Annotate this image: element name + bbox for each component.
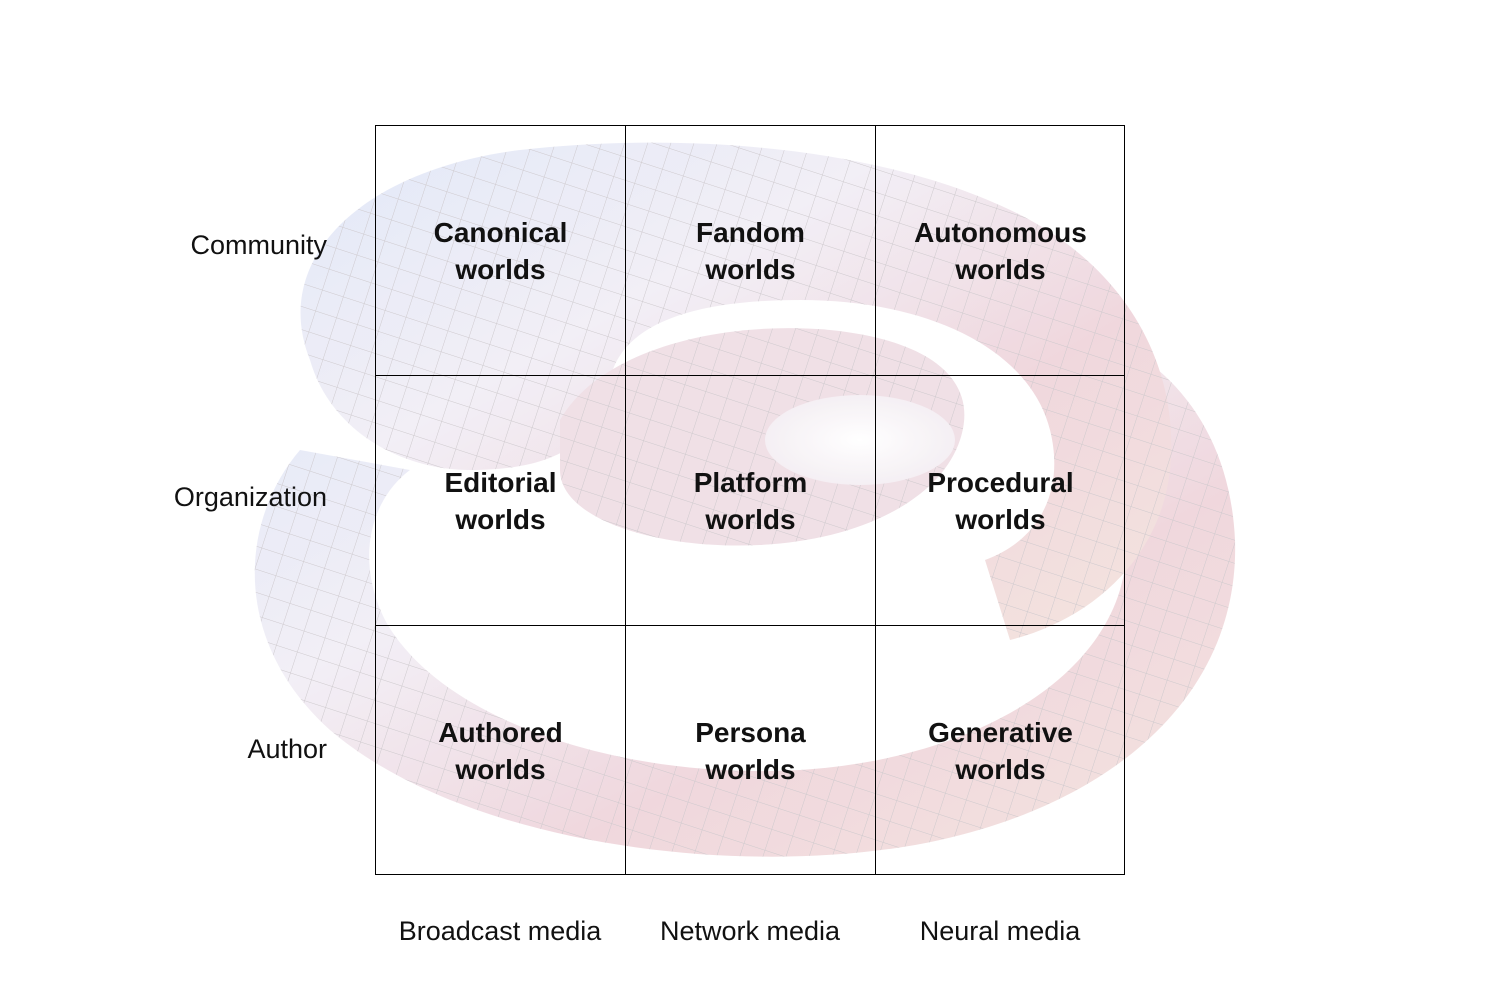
column-label-neural-media: Neural media [919,916,1081,946]
worlds-matrix-grid: Canonical worlds Fandom worlds Autonomou… [375,125,1125,875]
cell-persona-worlds: Persona worlds [625,625,875,875]
cell-line-2: worlds [705,253,796,285]
cell-line-1: Authored [438,716,563,748]
cell-line-1: Persona [695,716,806,748]
cell-line-2: worlds [455,503,546,535]
cell-fandom-worlds: Fandom worlds [625,125,875,375]
cell-autonomous-worlds: Autonomous worlds [875,125,1125,375]
cell-line-2: worlds [705,503,796,535]
cell-procedural-worlds: Procedural worlds [875,375,1125,625]
cell-line-1: Platform [693,466,808,498]
cell-line-2: worlds [455,753,546,785]
cell-line-1: Autonomous [914,216,1087,248]
cell-line-2: worlds [955,753,1046,785]
cell-line-2: worlds [455,253,546,285]
row-label-author: Author [247,734,327,764]
cell-line-1: Fandom [696,216,805,248]
cell-line-2: worlds [705,753,796,785]
row-label-community: Community [190,230,327,260]
column-label-network-media: Network media [659,916,841,946]
cell-authored-worlds: Authored worlds [375,625,625,875]
cell-editorial-worlds: Editorial worlds [375,375,625,625]
cell-line-1: Generative [928,716,1073,748]
torus-hole [765,395,955,485]
row-label-organization: Organization [173,482,327,512]
cell-platform-worlds: Platform worlds [625,375,875,625]
cell-line-2: worlds [955,253,1046,285]
cell-generative-worlds: Generative worlds [875,625,1125,875]
column-label-broadcast-media: Broadcast media [398,916,602,946]
cell-line-1: Procedural [927,466,1074,498]
cell-line-1: Canonical [433,216,568,248]
cell-line-2: worlds [955,503,1046,535]
cell-canonical-worlds: Canonical worlds [375,125,625,375]
cell-line-1: Editorial [444,466,557,498]
